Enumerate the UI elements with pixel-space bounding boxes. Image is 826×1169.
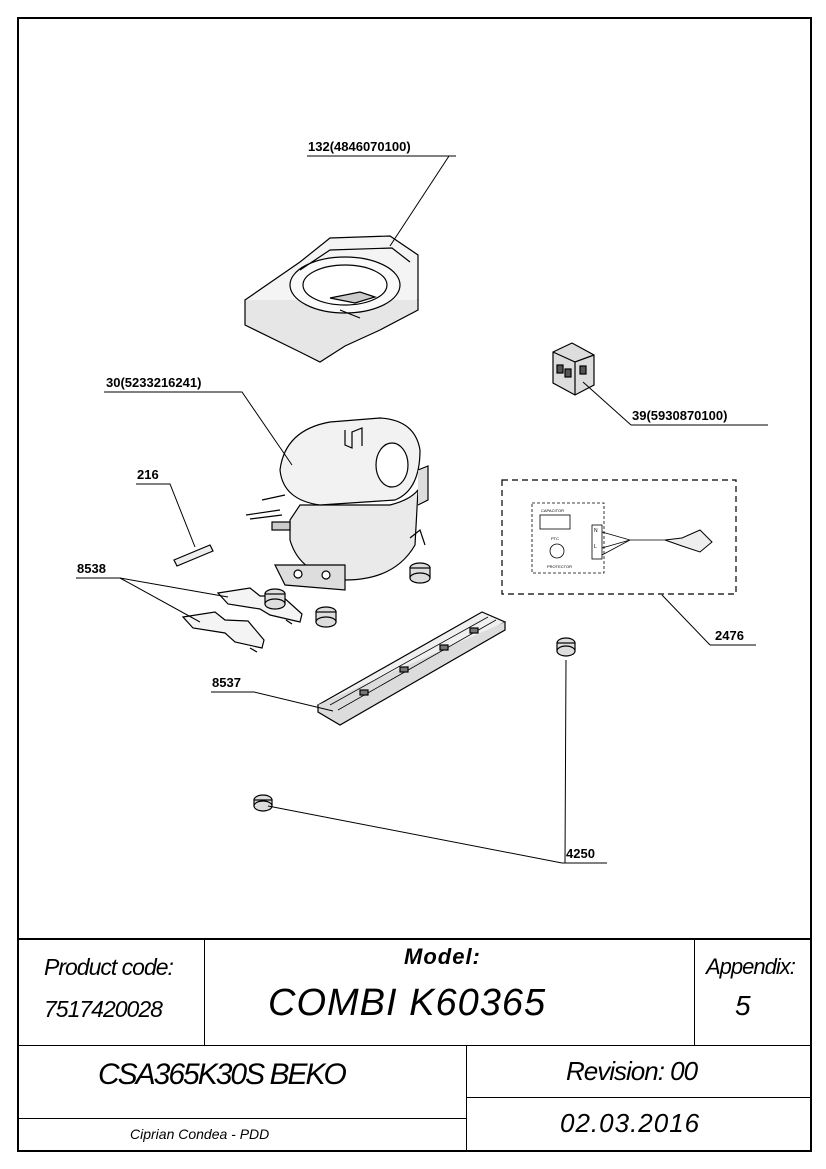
protector-label: PROTECTOR <box>547 564 572 569</box>
callout-8537: 8537 <box>212 675 241 690</box>
grommet-part <box>253 562 576 812</box>
callout-2476: 2476 <box>715 628 744 643</box>
clip-part <box>181 587 303 653</box>
author-text: Ciprian Condea - PDD <box>130 1126 270 1142</box>
capacitor-label: CAPACITOR <box>541 508 564 513</box>
terminal-l-label: L <box>594 544 597 550</box>
ptc-label: PTC <box>551 536 559 541</box>
author-divider <box>17 1118 466 1119</box>
product-code-label: Product code: <box>44 954 174 980</box>
leader-lines <box>76 155 768 864</box>
callout-132: 132(4846070100) <box>308 139 411 154</box>
relay-part <box>552 342 595 396</box>
exploded-parts-diagram: CAPACITOR PTC PROTECTOR N L 132(48460701… <box>76 139 768 864</box>
revision-text: Revision: 00 <box>566 1056 698 1086</box>
compressor-cover-part <box>244 235 419 363</box>
title-block-top-border <box>17 938 812 940</box>
appendix-divider <box>694 939 695 1045</box>
callout-39: 39(5930870100) <box>632 408 727 423</box>
callout-216: 216 <box>137 467 159 482</box>
pin-part <box>173 544 214 567</box>
terminal-n-label: N <box>594 528 598 534</box>
callout-30: 30(5233216241) <box>106 375 201 390</box>
revision-divider <box>466 1097 812 1098</box>
cable-kit-part: CAPACITOR PTC PROTECTOR N L <box>501 479 737 595</box>
part-name: CSA365K30S BEKO <box>98 1058 347 1091</box>
appendix-label: Appendix: <box>706 954 796 979</box>
product-code-divider <box>204 939 205 1045</box>
part-name-divider <box>466 1045 467 1152</box>
callout-4250: 4250 <box>566 846 595 861</box>
title-block-divider <box>17 1045 812 1046</box>
appendix-value: 5 <box>735 990 751 1021</box>
compressor-part <box>245 417 429 591</box>
callout-8538: 8538 <box>77 561 106 576</box>
date-text: 02.03.2016 <box>560 1108 701 1138</box>
product-code-value: 7517420028 <box>44 996 163 1022</box>
sheet-frame <box>17 17 812 1152</box>
model-label: Model: <box>404 944 481 969</box>
mounting-plate-part <box>316 611 507 726</box>
model-value: COMBI K60365 <box>268 982 547 1024</box>
